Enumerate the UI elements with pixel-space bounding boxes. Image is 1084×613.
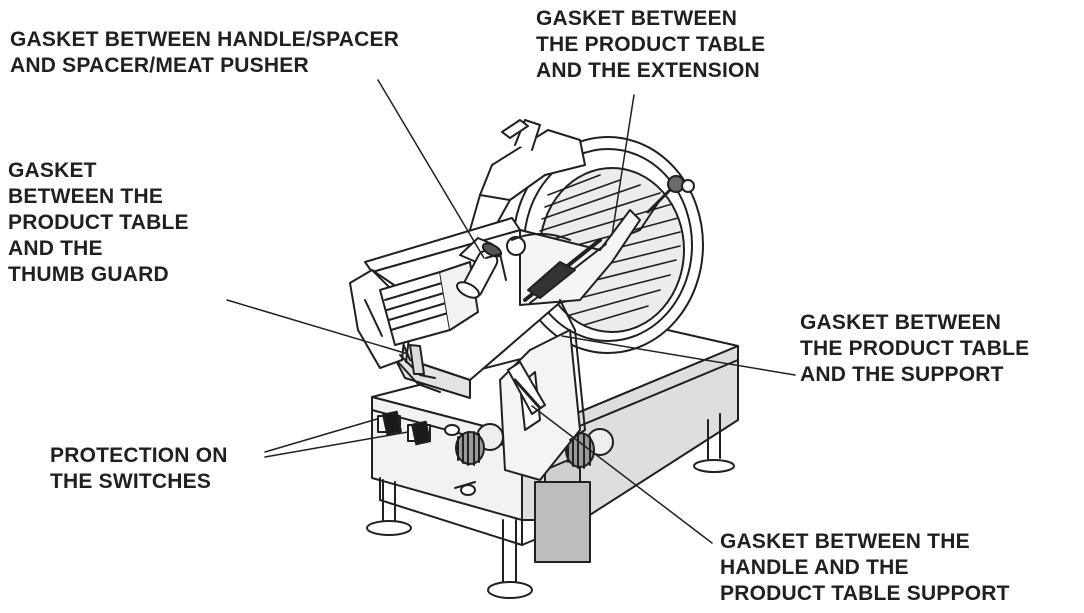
label-line: THE PRODUCT TABLE xyxy=(536,33,766,56)
pusher-handle xyxy=(456,233,571,299)
label-thumb-guard: GASKET BETWEEN THE PRODUCT TABLE AND THE… xyxy=(8,158,189,288)
label-line: GASKET BETWEEN xyxy=(800,311,1002,334)
label-line: AND THE xyxy=(8,237,103,260)
leader-switch-1 xyxy=(264,418,378,453)
label-handle-spacer: GASKET BETWEEN HANDLE/SPACER AND SPACER/… xyxy=(10,27,399,79)
leader-thumb-guard xyxy=(226,299,409,355)
thickness-knob xyxy=(455,423,504,466)
table-handle xyxy=(507,361,546,415)
leader-extension xyxy=(611,94,635,236)
label-extension: GASKET BETWEEN THE PRODUCT TABLE AND THE… xyxy=(536,6,765,84)
label-line: THUMB GUARD xyxy=(8,263,169,286)
slicer-base xyxy=(371,325,739,563)
label-line: GASKET BETWEEN HANDLE/SPACER xyxy=(10,28,400,51)
slicer-feet xyxy=(366,413,735,599)
label-switches: PROTECTION ON THE SWITCHES xyxy=(50,443,228,495)
label-line: PRODUCT TABLE SUPPORT xyxy=(720,582,1010,605)
label-line: AND THE EXTENSION xyxy=(536,59,760,82)
label-line: THE PRODUCT TABLE xyxy=(800,337,1030,360)
carriage-knob xyxy=(565,428,614,469)
leader-handle-support xyxy=(531,405,713,544)
switch-panel xyxy=(377,410,476,496)
label-line: AND SPACER/MEAT PUSHER xyxy=(10,54,309,77)
label-line: PROTECTION ON xyxy=(50,444,228,467)
sharpener-knob xyxy=(619,175,695,239)
label-support: GASKET BETWEEN THE PRODUCT TABLE AND THE… xyxy=(800,310,1029,388)
leader-lines xyxy=(226,79,796,544)
label-line: GASKET xyxy=(8,159,97,182)
label-line: HANDLE AND THE xyxy=(720,556,909,579)
label-line: GASKET BETWEEN THE xyxy=(720,530,970,553)
label-line: THE SWITCHES xyxy=(50,470,212,493)
label-handle-support: GASKET BETWEEN THE HANDLE AND THE PRODUC… xyxy=(720,529,1010,607)
meat-pusher xyxy=(379,261,479,346)
label-line: PRODUCT TABLE xyxy=(8,211,189,234)
leader-switch-2 xyxy=(264,431,409,458)
leader-handle-spacer xyxy=(377,79,485,259)
leader-support xyxy=(561,335,796,376)
label-line: AND THE SUPPORT xyxy=(800,363,1004,386)
label-line: GASKET BETWEEN xyxy=(536,7,738,30)
label-line: BETWEEN THE xyxy=(8,185,164,208)
